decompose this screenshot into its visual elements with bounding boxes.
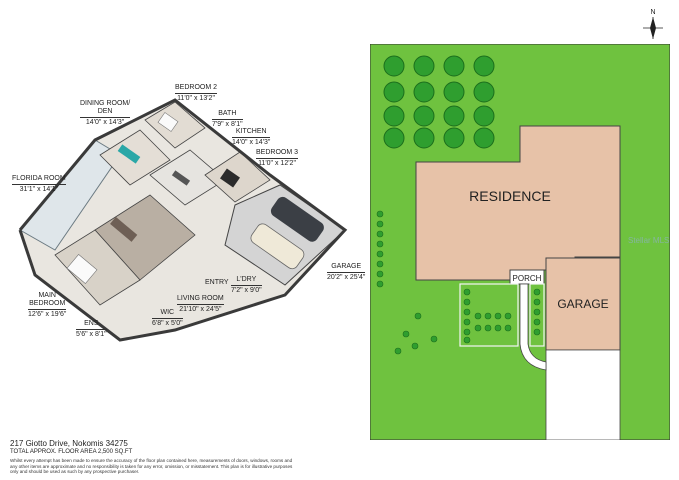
exterior-wall (18, 98, 348, 342)
room-name: L'DRY (236, 276, 257, 283)
tree (443, 105, 465, 127)
garage-footprint (545, 257, 621, 351)
porch-label: PORCH (513, 274, 542, 283)
label-ens: ENS 5'6" x 8'1" (76, 320, 107, 339)
floor-plan-3d (18, 98, 348, 342)
shrubs-scattered (394, 312, 438, 355)
room-dimensions: 14'0" x 14'3" (80, 117, 131, 127)
garage-label: GARAGE (557, 297, 608, 311)
label-laundry: L'DRY 7'2" x 9'0" (231, 276, 262, 295)
tree (473, 127, 495, 149)
label-garage: GARAGE 20'2" x 25'4" (327, 263, 366, 282)
walkway (519, 283, 547, 371)
car-light (250, 223, 305, 270)
tree (443, 81, 465, 103)
label-living-room: LIVING ROOM 21'10" x 24'5" (177, 295, 224, 314)
label-dining-room: DINING ROOM/ DEN 14'0" x 14'3" (80, 100, 131, 127)
bed-2 (157, 112, 179, 132)
bed-main (66, 253, 98, 285)
bed-3 (220, 168, 240, 188)
room-dimensions: 11'0" x 12'2" (256, 158, 299, 168)
room-dimensions: 14'0" x 14'3" (232, 137, 271, 146)
sofa (110, 216, 138, 242)
room-dimensions: 6'8" x 5'0" (152, 318, 183, 327)
label-main-bedroom: MAIN BEDROOM 12'6" x 19'6" (28, 292, 67, 319)
car-dark (270, 196, 324, 242)
residence-footprint (415, 125, 621, 281)
room-name: BEDROOM 3 (256, 149, 299, 156)
room-dimensions: 5'6" x 8'1" (76, 329, 107, 338)
label-wic: WIC 6'8" x 5'0" (152, 309, 183, 328)
room-name: BATH (218, 110, 237, 117)
watermark: Stellar MLS (628, 236, 670, 245)
room-name: FLORIDA ROOM (12, 175, 66, 182)
bed-shrubs-right (533, 288, 541, 336)
room-name: MAIN BEDROOM (29, 292, 66, 307)
tree (473, 81, 495, 103)
room-name: ENTRY (205, 279, 229, 286)
room-name: ENS (84, 320, 99, 327)
label-bath: BATH 7'9" x 8'1" (212, 110, 243, 129)
label-florida-room: FLORIDA ROOM 31'1" x 14'1" (12, 175, 66, 194)
compass-north-label: N (650, 9, 655, 16)
hedge-left (376, 210, 384, 288)
disclaimer: Whilst every attempt has been made to en… (10, 458, 293, 475)
tree (383, 127, 405, 149)
site-plan: RESIDENCE PORCH GARAGE (370, 44, 670, 440)
room-dimensions: 11'0" x 13'2" (175, 93, 218, 103)
total-floor-area: TOTAL APPROX. FLOOR AREA 2,500 SQ.FT (10, 449, 133, 455)
tree (473, 55, 495, 77)
tree (383, 105, 405, 127)
tree (413, 105, 435, 127)
driveway (545, 349, 621, 440)
north-compass-icon: N (643, 9, 663, 39)
room-name: DINING ROOM/ DEN (80, 100, 131, 115)
room-dimensions: 12'6" x 19'6" (28, 309, 67, 318)
room-dimensions: 20'2" x 25'4" (327, 272, 366, 281)
tree (473, 105, 495, 127)
room-name: LIVING ROOM (177, 295, 224, 302)
room-dimensions: 7'9" x 8'1" (212, 119, 243, 128)
room-name: BEDROOM 2 (175, 84, 218, 91)
room-dimensions: 7'2" x 9'0" (231, 285, 262, 294)
tree (413, 81, 435, 103)
room-dimensions: 21'10" x 24'5" (177, 304, 224, 314)
residence-label: RESIDENCE (469, 188, 551, 204)
tree (413, 55, 435, 77)
tree (413, 127, 435, 149)
label-entry: ENTRY (205, 279, 229, 287)
property-address: 217 Giotto Drive, Nokomis 34275 (10, 439, 128, 448)
bed-shrubs (463, 288, 512, 344)
label-kitchen: KITCHEN 14'0" x 14'3" (232, 128, 271, 147)
tree (443, 127, 465, 149)
garage-floor (224, 184, 346, 286)
kitchen-island (171, 170, 191, 186)
tree-grid (383, 55, 495, 149)
tree (383, 81, 405, 103)
main-bedroom-floor (54, 229, 141, 306)
tree (383, 55, 405, 77)
room-name: KITCHEN (235, 128, 267, 135)
room-name: WIC (160, 309, 175, 316)
room-dimensions: 31'1" x 14'1" (12, 184, 66, 194)
dining-table (117, 144, 141, 164)
label-bedroom-3: BEDROOM 3 11'0" x 12'2" (256, 149, 299, 168)
tree (443, 55, 465, 77)
room-name: GARAGE (331, 263, 362, 270)
label-bedroom-2: BEDROOM 2 11'0" x 13'2" (175, 84, 218, 103)
